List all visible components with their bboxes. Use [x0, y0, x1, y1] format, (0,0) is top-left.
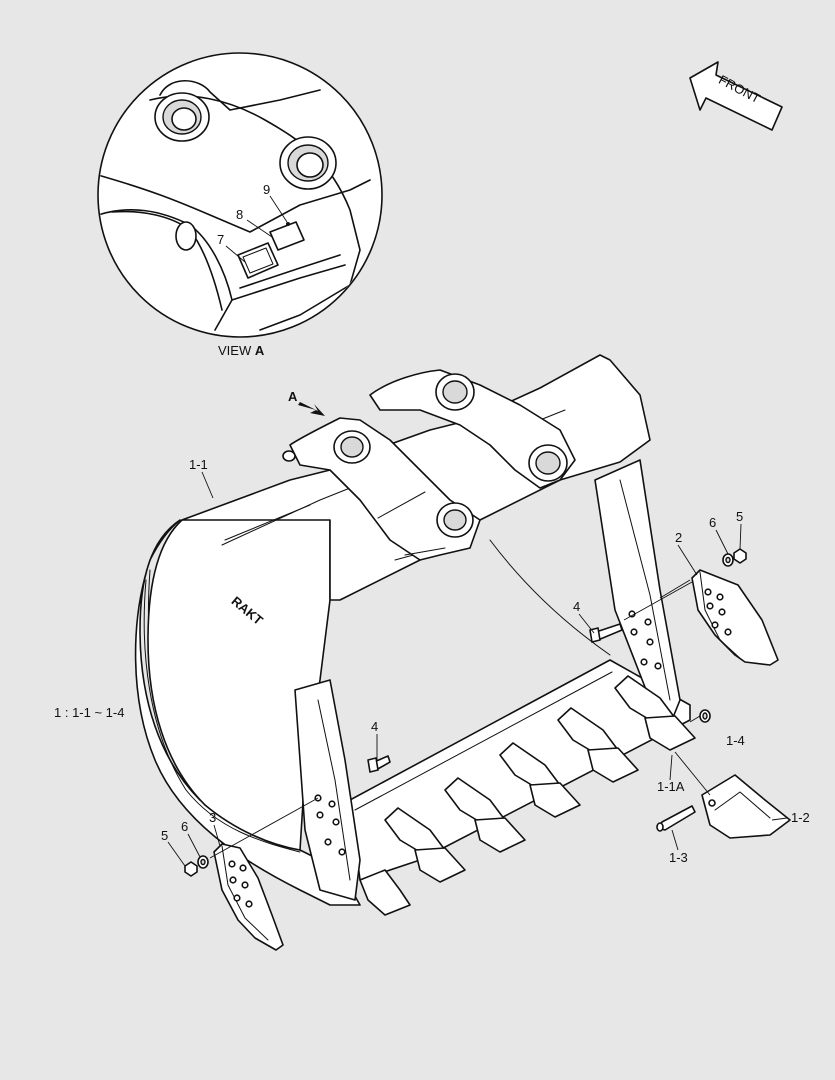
leader-lines	[167, 471, 788, 867]
tooth-1	[384, 807, 466, 883]
front-arrow: FRONT	[689, 61, 783, 131]
side-cutter-2	[691, 569, 779, 666]
washer-6-right	[722, 553, 734, 567]
label-6-right: 6	[709, 515, 716, 530]
tooth-point-1-2	[701, 774, 791, 839]
nut-5-left	[184, 861, 198, 877]
side-cutter-holes-left	[314, 794, 346, 856]
tooth-4	[557, 707, 639, 783]
view-label: VIEW A	[218, 343, 265, 358]
label-6-left: 6	[181, 819, 188, 834]
label-1-4: 1-4	[726, 733, 745, 748]
part-labels: 1-1 2 6 5 4 1 : 1-1 ~ 1-4 4 1-4 1-1A 1-2…	[54, 457, 810, 865]
label-4-upper: 4	[573, 599, 580, 614]
tooth-5	[614, 675, 696, 751]
pin-boss-left	[154, 92, 210, 142]
bucket-body: RAKT	[134, 354, 691, 906]
bolt-4-lower	[367, 755, 391, 773]
label-9: 9	[263, 182, 270, 197]
hole-icon	[175, 221, 197, 251]
tooth-6	[359, 869, 411, 916]
label-8: 8	[236, 207, 243, 222]
tooth-2	[444, 777, 526, 853]
label-5-left: 5	[161, 828, 168, 843]
pin-1-3	[656, 805, 696, 832]
label-1-2: 1-2	[791, 810, 810, 825]
label-4-lower: 4	[371, 719, 378, 734]
label-2: 2	[675, 530, 682, 545]
plate-7	[237, 242, 279, 279]
label-7: 7	[217, 232, 224, 247]
teeth-row	[359, 675, 696, 916]
lock-1-4	[699, 709, 711, 723]
bolt-9-icon	[286, 222, 290, 226]
label-1-1: 1-1	[189, 457, 208, 472]
mounting-lugs	[282, 369, 576, 561]
detail-view-a: 7 8 9 VIEW A	[97, 52, 383, 358]
label-5-right: 5	[736, 509, 743, 524]
label-3: 3	[209, 810, 216, 825]
side-cutter-holes-right	[628, 610, 662, 670]
washer-6-left	[197, 855, 209, 869]
view-a-arrow: A	[288, 389, 325, 416]
scope-note: 1 : 1-1 ~ 1-4	[54, 705, 124, 720]
arrow-a-label: A	[288, 389, 298, 404]
nut-5-right	[733, 548, 747, 564]
bolt-4-upper	[589, 623, 623, 643]
label-1-1a: 1-1A	[657, 779, 685, 794]
tooth-3	[499, 742, 581, 818]
pin-boss-right	[279, 136, 337, 190]
label-1-3: 1-3	[669, 850, 688, 865]
side-cutter-3	[213, 843, 284, 951]
